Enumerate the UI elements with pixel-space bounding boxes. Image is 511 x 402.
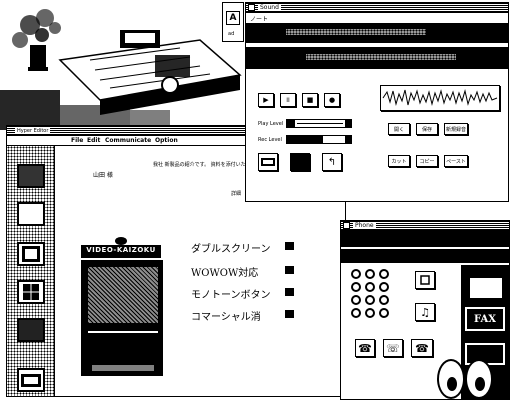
feature-commercial: コマーシャル消 [191,312,261,323]
sound-close-box[interactable] [248,4,255,11]
feature-monotone: モノトーンボタン [191,290,271,301]
return-button[interactable]: ↰ [322,153,342,171]
feature-wowow: WOWOW対応 [191,268,259,279]
save-button[interactable]: 保存 [416,123,438,135]
record-button[interactable]: ● [324,93,340,107]
tool-folder-button[interactable] [17,368,45,392]
play-level-slider[interactable] [286,119,352,128]
stop-button[interactable]: ■ [302,93,318,107]
fax-button[interactable]: FAX [465,307,505,331]
track-strip-2 [246,47,508,69]
product-name: VIDEO-KAIZOKU [86,246,156,254]
logo-graphic [81,237,161,258]
phone-close-box[interactable] [343,222,350,229]
phone-title: Phone [353,222,376,229]
desktop-scene [0,0,250,130]
phone-titlebar[interactable]: Phone [341,221,509,231]
feature-double-screen: ダブルスクリーン [191,244,271,255]
doc-text: 我社 新製品の紹介です。 資料を添付いたします。 [153,162,266,168]
phone-dial-button[interactable]: ☎ [411,339,433,357]
feature-commercial-checkbox[interactable] [285,310,294,318]
rec-level-slider[interactable] [286,135,352,144]
doc-label: 山田 様 [93,172,113,179]
document-area: 山田 様 我社 新製品の紹介です。 資料を添付いたします。 詳細 VIDEO-K… [57,148,343,394]
sound-subtitle: ノート [250,16,269,23]
phone-answer-button[interactable]: ☏ [383,339,403,357]
copy-button[interactable]: コピー [416,155,438,167]
menu-communicate[interactable]: Communicate [105,137,152,144]
menu-file[interactable]: File [71,137,84,144]
loop-button[interactable] [258,153,278,171]
tool-image-button[interactable] [17,164,45,188]
tool-dot-button[interactable] [17,318,45,342]
phone-display-2 [341,249,509,263]
phone-window: Phone ♫ ☎ ☏ ☎ FAX [340,220,510,400]
tool-sheet-button[interactable] [17,242,45,266]
phone-music-button[interactable]: ♫ [415,303,435,321]
hyper-editor-titlebar[interactable]: Hyper Editor [7,126,345,136]
a-button[interactable]: A [226,11,240,25]
hyper-editor-window: Hyper Editor File Edit Communicate Optio… [6,125,346,397]
a-sub-label: ad [228,31,235,37]
product-photo [81,260,163,376]
open-button[interactable]: 開く [388,123,410,135]
menu-option[interactable]: Option [155,137,178,144]
menu-bar: File Edit Communicate Option [7,136,345,146]
sound-title: Sound [258,4,281,11]
play-level-label: Play Level [258,121,284,127]
feature-monotone-checkbox[interactable] [285,288,294,296]
feature-wowow-checkbox[interactable] [285,266,294,274]
mascot-eyes [437,353,497,401]
phone-display-1 [341,231,509,247]
track-strip-1 [246,23,508,43]
hyper-editor-title: Hyper Editor [15,128,51,134]
sound-window: Sound ノート ▶ II ■ ● Play Level Rec Level … [245,2,509,202]
track-divider [246,43,508,47]
phone-copy-button[interactable] [415,271,435,289]
waveform-display [380,85,500,111]
sound-titlebar[interactable]: Sound [246,3,508,13]
phone-keypad[interactable] [351,269,395,321]
mixer-button[interactable] [290,153,310,171]
play-button[interactable]: ▶ [258,93,274,107]
office-illustration [0,0,250,130]
doc-side-label: 詳細 [231,191,242,197]
pause-button[interactable]: II [280,93,296,107]
tool-moon-button[interactable] [17,202,45,226]
waveform-graphic [382,89,498,106]
cut-button[interactable]: カット [388,155,410,167]
feature-double-screen-checkbox[interactable] [285,242,294,250]
fax-machine-icon[interactable] [469,277,503,299]
product-logo: VIDEO-KAIZOKU [81,236,161,258]
rec-level-label: Rec Level [258,137,282,143]
phone-handset-button[interactable]: ☎ [355,339,375,357]
tool-grid-button[interactable] [17,280,45,304]
tool-column [7,146,55,396]
paste-button[interactable]: ペースト [444,155,468,167]
side-tool-window: A ad [222,2,244,42]
menu-edit[interactable]: Edit [87,137,101,144]
new-record-button[interactable]: 新規録音 [444,123,468,135]
